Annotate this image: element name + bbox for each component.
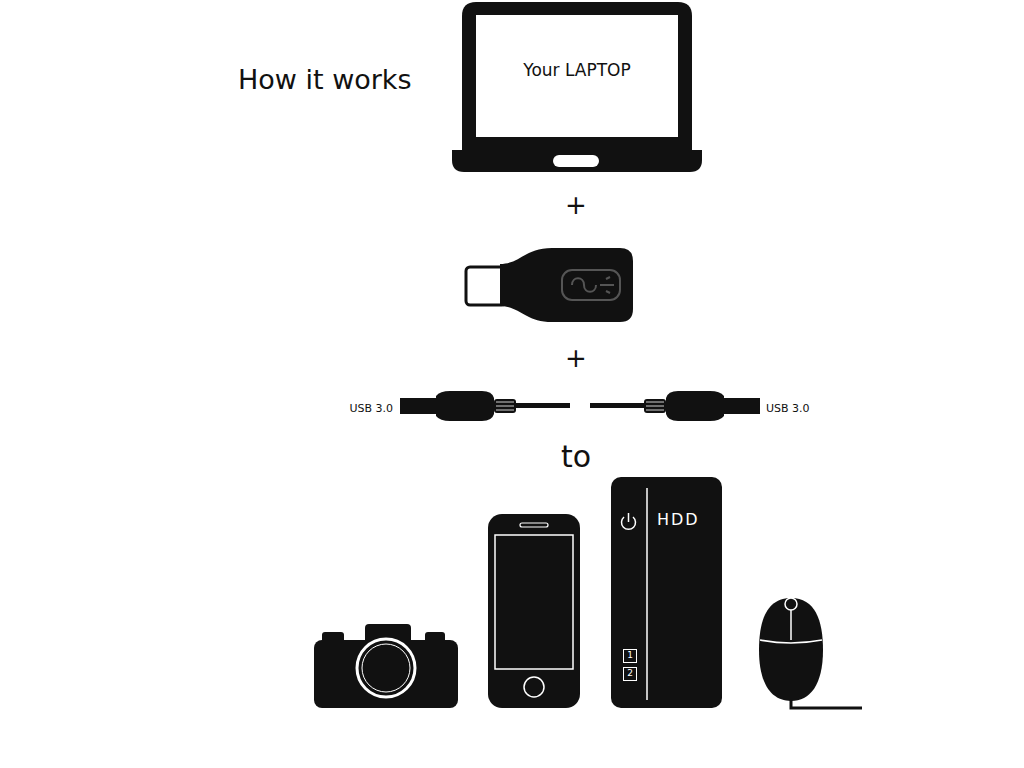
camera-icon: [314, 624, 458, 708]
usb-c-adapter: [466, 248, 633, 322]
laptop-screen: Your LAPTOP: [476, 15, 678, 137]
hdd-icon: [611, 477, 722, 708]
slot-number: 2: [626, 669, 634, 679]
connector-type: USB 3.0: [766, 403, 810, 414]
plus-sign: +: [565, 192, 587, 218]
usb-cable-end: [590, 391, 760, 421]
to-label: to: [561, 442, 591, 472]
hdd-box: HDD 1 2: [611, 477, 722, 708]
mouse-icon: [759, 598, 862, 708]
laptop-icon: [452, 2, 702, 172]
plus-sign: +: [565, 345, 587, 371]
usb-cable-end: [400, 391, 570, 421]
connector-type: USB 3.0: [349, 403, 393, 414]
slot-box: 1: [623, 649, 637, 663]
node-text: Your LAPTOP: [484, 61, 670, 80]
phone-icon: [488, 514, 580, 708]
title: How it works: [238, 66, 412, 93]
node-text: HDD: [657, 511, 718, 529]
slot-box: 2: [623, 667, 637, 681]
slot-number: 1: [626, 651, 634, 661]
